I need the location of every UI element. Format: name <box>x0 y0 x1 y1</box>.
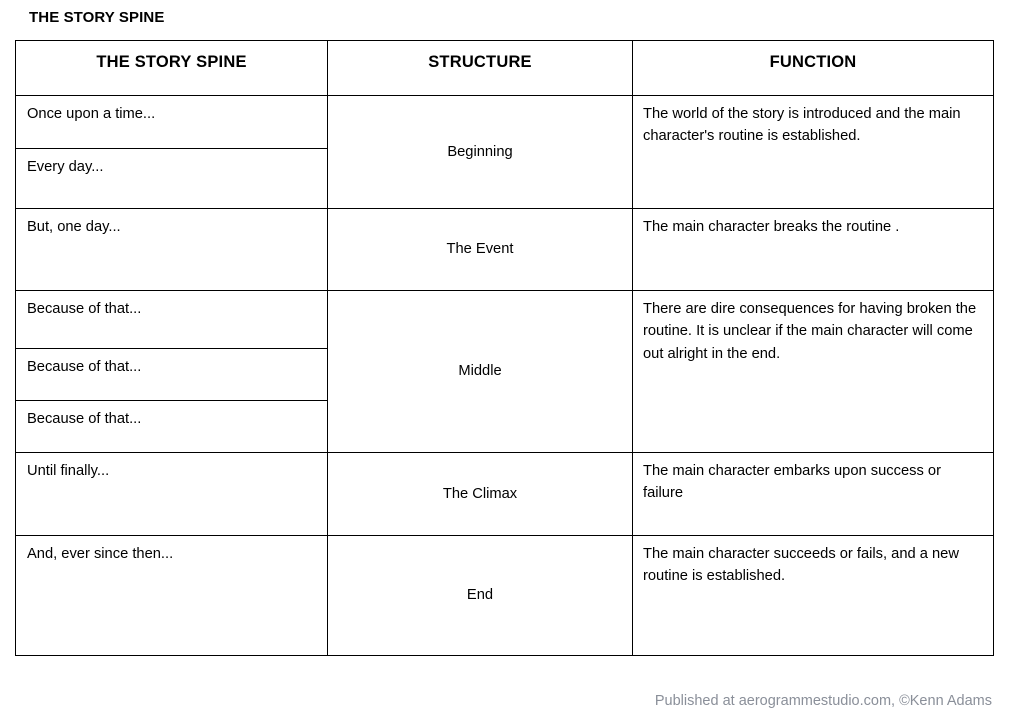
structure-text: End <box>466 587 494 604</box>
function-cell-the-climax: The main character embarks upon success … <box>632 452 994 536</box>
spine-text: Every day... <box>27 159 104 175</box>
table-row: Every day... <box>15 148 994 209</box>
spine-cell-every-day: Every day... <box>15 148 328 209</box>
table-header-row: THE STORY SPINE STRUCTURE FUNCTION <box>15 40 994 96</box>
structure-text: Middle <box>458 363 502 380</box>
function-cell-end: The main character succeeds or fails, an… <box>632 535 994 656</box>
function-cell-middle: There are dire consequences for having b… <box>632 290 994 453</box>
table-row: Because of that... <box>15 348 994 401</box>
spine-cell-because-of-that-3: Because of that... <box>15 400 328 453</box>
page-title: THE STORY SPINE <box>29 9 165 26</box>
table-row: Once upon a time... Beginning The world … <box>15 95 994 209</box>
spine-cell-because-of-that-2: Because of that... <box>15 348 328 401</box>
table-row: Because of that... Middle There are dire… <box>15 290 994 453</box>
spine-cell-and-ever-since-then: And, ever since then... <box>15 535 328 656</box>
spine-text: And, ever since then... <box>27 546 174 562</box>
structure-cell-middle: Middle <box>327 290 633 453</box>
structure-cell-the-event: The Event <box>327 208 633 291</box>
structure-cell-beginning: Beginning <box>327 95 633 209</box>
spine-text: Until finally... <box>27 463 110 479</box>
column-header-structure-label: STRUCTURE <box>428 53 532 71</box>
table-row: And, ever since then... End The main cha… <box>15 535 994 656</box>
footer-credit: Published at aerogrammestudio.com, ©Kenn… <box>654 693 992 709</box>
structure-text: Beginning <box>447 143 513 160</box>
spine-text: Once upon a time... <box>27 106 156 122</box>
column-header-structure: STRUCTURE <box>327 40 633 96</box>
spine-text: Because of that... <box>27 359 142 375</box>
structure-cell-the-climax: The Climax <box>327 452 633 536</box>
table-row: Until finally... The Climax The main cha… <box>15 452 994 536</box>
spine-text: Because of that... <box>27 301 142 317</box>
function-text: There are dire consequences for having b… <box>643 301 977 362</box>
spine-cell-but-one-day: But, one day... <box>15 208 328 291</box>
structure-cell-end: End <box>327 535 633 656</box>
table-row: But, one day... The Event The main chara… <box>15 208 994 291</box>
function-cell-the-event: The main character breaks the routine . <box>632 208 994 291</box>
spine-cell-until-finally: Until finally... <box>15 452 328 536</box>
column-header-story-spine-label: THE STORY SPINE <box>96 53 247 71</box>
column-header-function: FUNCTION <box>632 40 994 96</box>
spine-text: Because of that... <box>27 411 142 427</box>
spine-text: But, one day... <box>27 219 121 235</box>
function-text: The main character embarks upon success … <box>643 463 941 502</box>
function-text: The main character breaks the routine . <box>643 219 900 235</box>
function-text: The main character succeeds or fails, an… <box>643 546 959 585</box>
structure-text: The Climax <box>442 485 518 502</box>
story-spine-table: THE STORY SPINE STRUCTURE FUNCTION Once … <box>15 40 994 656</box>
column-header-story-spine: THE STORY SPINE <box>15 40 328 96</box>
function-cell-beginning: The world of the story is introduced and… <box>632 95 994 209</box>
function-text: The world of the story is introduced and… <box>643 106 961 145</box>
structure-text: The Event <box>446 241 514 258</box>
spine-cell-once-upon-a-time: Once upon a time... <box>15 95 328 149</box>
column-header-function-label: FUNCTION <box>769 53 857 71</box>
spine-cell-because-of-that-1: Because of that... <box>15 290 328 349</box>
